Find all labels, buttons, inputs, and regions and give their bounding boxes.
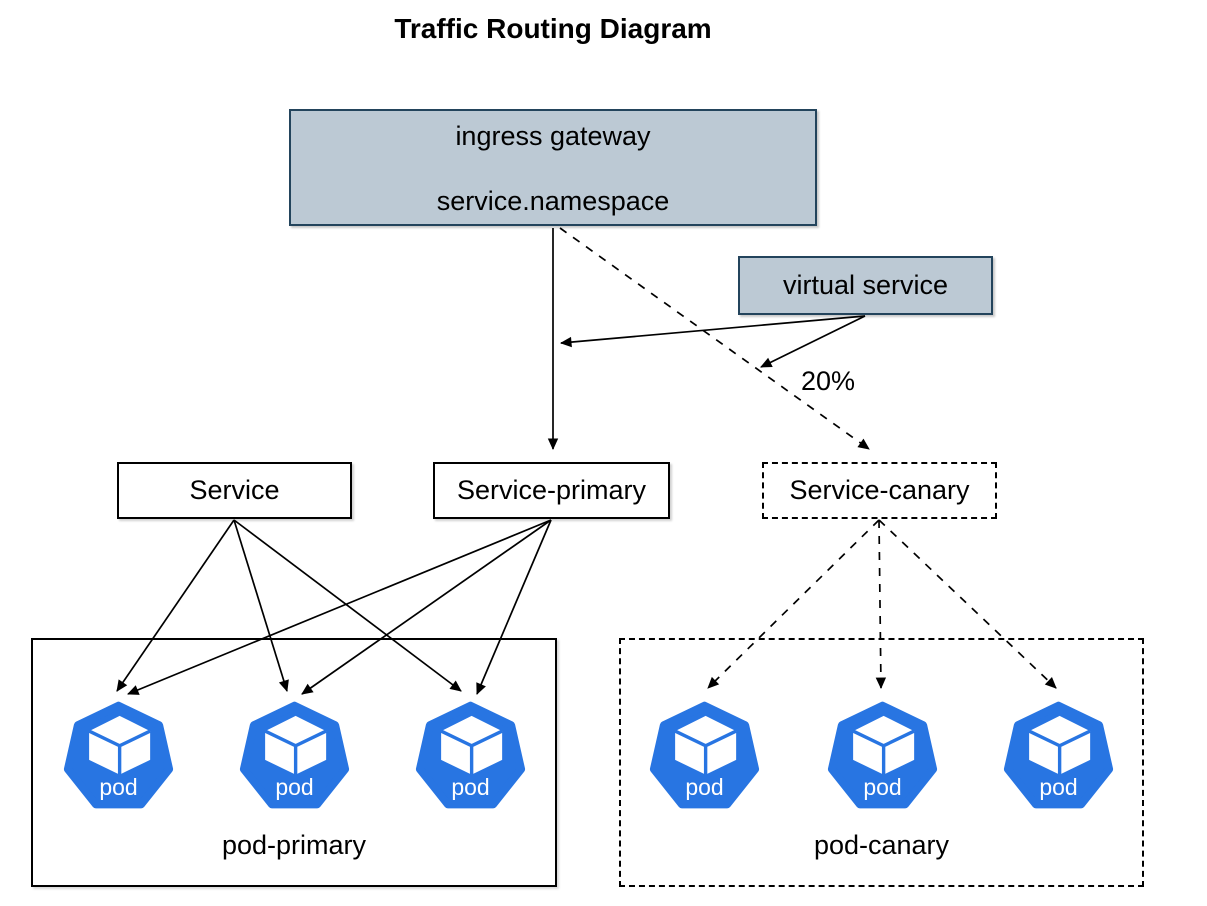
edge-service-canary-to-pod1 bbox=[707, 519, 880, 689]
pod-canary-1: pod bbox=[648, 700, 761, 813]
kubernetes-pod-icon bbox=[649, 701, 760, 809]
pod-label: pod bbox=[863, 774, 902, 800]
diagram-title: Traffic Routing Diagram bbox=[394, 13, 712, 44]
edge-service-canary-to-pod2 bbox=[875, 519, 887, 689]
virtual-service-node: virtual service bbox=[738, 256, 993, 315]
pod-label: pod bbox=[1039, 774, 1078, 800]
kubernetes-pod-icon bbox=[1003, 701, 1114, 809]
kubernetes-pod-icon bbox=[827, 701, 938, 809]
service-canary-label: Service-canary bbox=[789, 475, 970, 505]
edge-virtual-service-to-primary-route bbox=[560, 315, 866, 348]
edge-service-primary-to-pod3 bbox=[476, 519, 552, 695]
virtual-service-label: virtual service bbox=[782, 270, 949, 300]
service-primary-label: Service-primary bbox=[456, 475, 647, 505]
pod-primary-3: pod bbox=[414, 700, 527, 813]
service-node: Service bbox=[117, 462, 352, 519]
pod-label: pod bbox=[451, 774, 490, 800]
ingress-gateway-node: ingress gateway service.namespace bbox=[289, 109, 817, 226]
edge-service-canary-to-pod3 bbox=[878, 519, 1057, 689]
edge-service-to-pod3 bbox=[233, 519, 462, 692]
pod-label: pod bbox=[99, 774, 138, 800]
ingress-gateway-label: ingress gateway bbox=[455, 121, 651, 151]
service-primary-node: Service-primary bbox=[433, 462, 670, 519]
edge-service-to-pod2 bbox=[233, 519, 289, 692]
pod-canary-group-label: pod-canary bbox=[813, 830, 950, 860]
kubernetes-pod-icon bbox=[239, 701, 350, 809]
kubernetes-pod-icon bbox=[415, 701, 526, 809]
pod-canary-2: pod bbox=[826, 700, 939, 813]
kubernetes-pod-icon bbox=[63, 701, 174, 809]
traffic-weight-label: 20% bbox=[801, 366, 856, 396]
pod-label: pod bbox=[275, 774, 314, 800]
pod-primary-2: pod bbox=[238, 700, 351, 813]
edge-service-primary-to-pod2 bbox=[301, 519, 552, 695]
service-canary-node: Service-canary bbox=[762, 462, 997, 519]
pod-primary-group-label: pod-primary bbox=[221, 830, 367, 860]
ingress-namespace-label: service.namespace bbox=[436, 186, 670, 216]
edge-service-to-pod1 bbox=[116, 519, 235, 692]
pod-primary-1: pod bbox=[62, 700, 175, 813]
edge-virtual-service-to-canary-route bbox=[760, 315, 866, 368]
pod-label: pod bbox=[685, 774, 724, 800]
service-label: Service bbox=[189, 475, 280, 505]
edge-service-primary-to-pod1 bbox=[127, 519, 552, 695]
pod-canary-3: pod bbox=[1002, 700, 1115, 813]
